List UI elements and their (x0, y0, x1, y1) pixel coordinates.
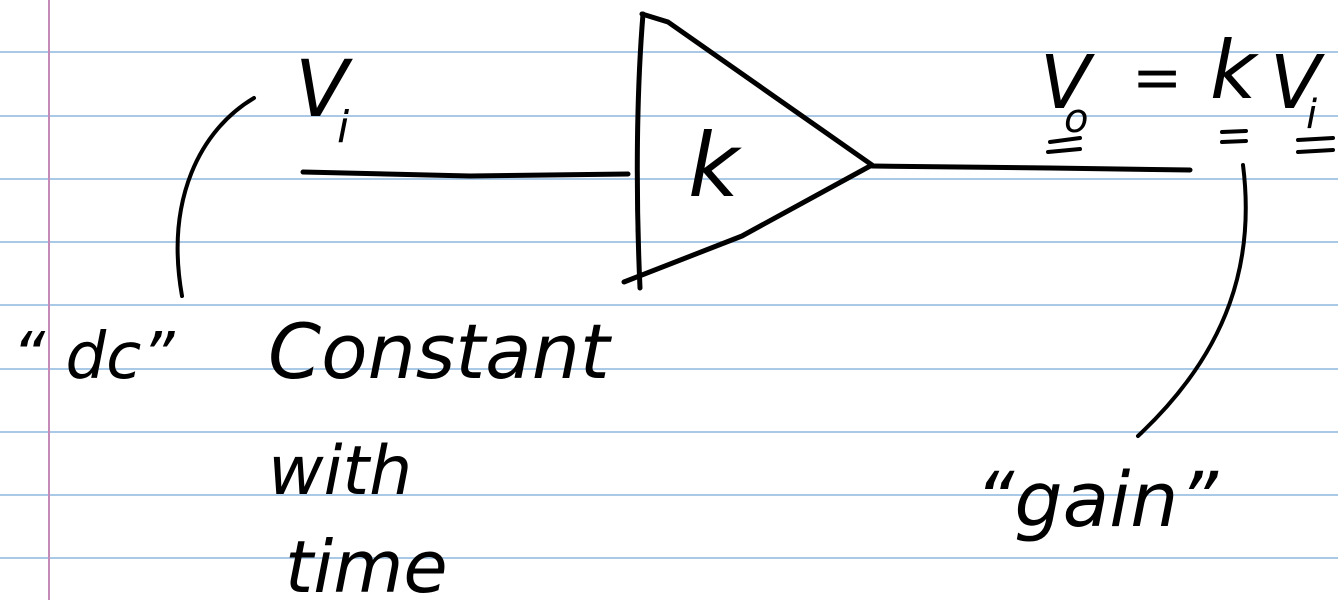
dc-note: “ dc” (12, 320, 175, 394)
output-input-subscript: i (1306, 92, 1317, 138)
input-subscript: i (337, 102, 350, 153)
amplifier-gain-label: k (688, 114, 742, 217)
amplifier-symbol (621, 11, 875, 291)
input-wire (300, 169, 631, 179)
ruled-lines (0, 51, 1338, 559)
constant-note-line2: with (268, 432, 412, 511)
output-subscript: o (1064, 96, 1088, 142)
output-input-label: V (1270, 40, 1325, 126)
output-wire (869, 163, 1193, 173)
output-label: V (1040, 40, 1095, 126)
input-label: V (295, 45, 353, 135)
constant-note-line1: Constant (268, 307, 613, 396)
output-gain: k (1210, 24, 1259, 117)
equation-underlines (1046, 129, 1335, 154)
dc-annotation-curve (175, 96, 256, 298)
equals-sign: = (1132, 43, 1182, 113)
constant-note-line3: time (285, 525, 448, 600)
gain-note: “gain” (975, 455, 1218, 544)
gain-annotation-curve (1136, 163, 1248, 438)
